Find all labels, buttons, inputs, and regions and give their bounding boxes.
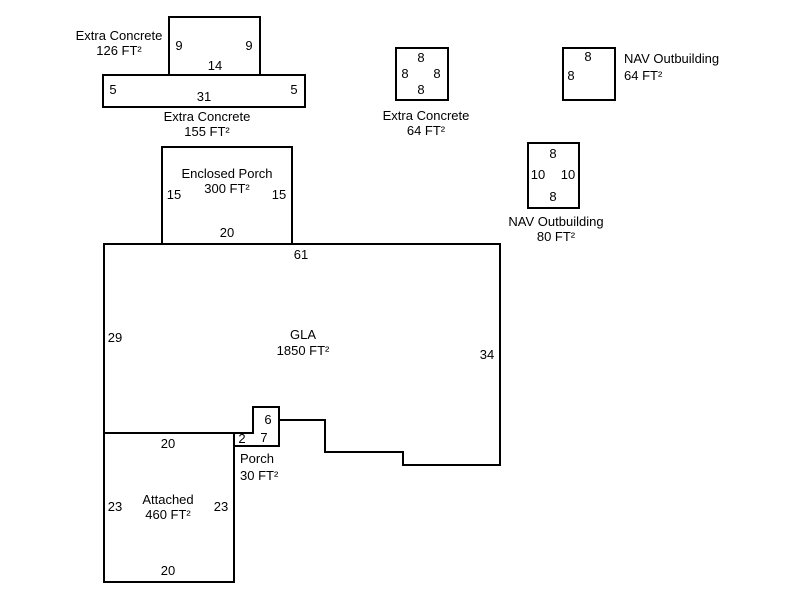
dimension-label: 10 — [561, 167, 575, 182]
dimension-label: 9 — [175, 38, 182, 53]
dimension-label: 34 — [480, 347, 494, 362]
area-size: 300 FT² — [204, 181, 250, 196]
area-label: GLA — [290, 327, 316, 342]
dimension-label: 5 — [109, 82, 116, 97]
dimension-label: 23 — [108, 499, 122, 514]
dimension-label: 20 — [161, 436, 175, 451]
area-label: Extra Concrete — [383, 108, 470, 123]
extra-concrete-64-area[interactable]: 8 8 8 8 Extra Concrete 64 FT² — [383, 47, 470, 138]
dimension-label: 5 — [290, 82, 297, 97]
area-label: NAV Outbuilding — [508, 214, 603, 229]
area-size: 30 FT² — [240, 468, 279, 483]
dimension-label: 8 — [417, 82, 424, 97]
dimension-label: 8 — [567, 68, 574, 83]
attached-area[interactable]: 20 23 23 Attached 460 FT² 20 — [103, 432, 235, 583]
area-size: 80 FT² — [537, 229, 576, 244]
dimension-label: 8 — [401, 66, 408, 81]
nav-outbuilding-64-area[interactable]: 8 8 NAV Outbuilding 64 FT² — [562, 47, 719, 101]
area-size: 64 FT² — [407, 123, 446, 138]
nav-outbuilding-80-outline — [527, 142, 580, 209]
enclosed-porch-area[interactable]: Enclosed Porch 300 FT² 15 15 20 — [161, 146, 293, 245]
area-label: Porch — [240, 451, 274, 466]
dimension-label: 8 — [417, 50, 424, 65]
dimension-label: 7 — [260, 430, 267, 445]
gla-area[interactable]: 61 29 34 GLA 1850 FT² — [103, 243, 501, 466]
extra-concrete-155-outline — [102, 74, 306, 108]
dimension-label: 9 — [245, 38, 252, 53]
area-label: Extra Concrete — [76, 28, 163, 43]
dimension-label: 6 — [264, 412, 271, 427]
attached-outline — [103, 432, 235, 583]
dimension-label: 29 — [108, 330, 122, 345]
dimension-label: 8 — [433, 66, 440, 81]
dimension-label: 2 — [238, 431, 245, 446]
area-label: Extra Concrete — [164, 109, 251, 124]
dimension-label: 23 — [214, 499, 228, 514]
dimension-label: 15 — [167, 187, 181, 202]
area-size: 126 FT² — [96, 43, 142, 58]
dimension-label: 8 — [549, 146, 556, 161]
area-label: Enclosed Porch — [181, 166, 272, 181]
area-label: Attached — [142, 492, 193, 507]
dimension-label: 8 — [584, 49, 591, 64]
porch-area[interactable]: 6 2 7 Porch 30 FT² — [233, 406, 280, 483]
dimension-label: 8 — [549, 189, 556, 204]
extra-concrete-126-area[interactable]: Extra Concrete 126 FT² 9 9 14 — [76, 16, 261, 76]
nav-outbuilding-80-area[interactable]: 8 10 10 8 NAV Outbuilding 80 FT² — [508, 142, 604, 244]
dimension-label: 14 — [208, 58, 222, 73]
area-label: NAV Outbuilding — [624, 51, 719, 66]
dimension-label: 10 — [531, 167, 545, 182]
extra-concrete-155-area[interactable]: 5 5 31 Extra Concrete 155 FT² — [102, 74, 306, 139]
area-size: 1850 FT² — [277, 343, 330, 358]
dimension-label: 61 — [294, 247, 308, 262]
area-size: 460 FT² — [145, 507, 191, 522]
dimension-label: 15 — [272, 187, 286, 202]
dimension-label: 20 — [161, 563, 175, 578]
extra-concrete-64-outline — [395, 47, 449, 101]
nav-outbuilding-64-outline — [562, 47, 616, 101]
dimension-label: 20 — [220, 225, 234, 240]
dimension-label: 31 — [197, 89, 211, 104]
area-size: 64 FT² — [624, 68, 663, 83]
area-size: 155 FT² — [184, 124, 230, 139]
